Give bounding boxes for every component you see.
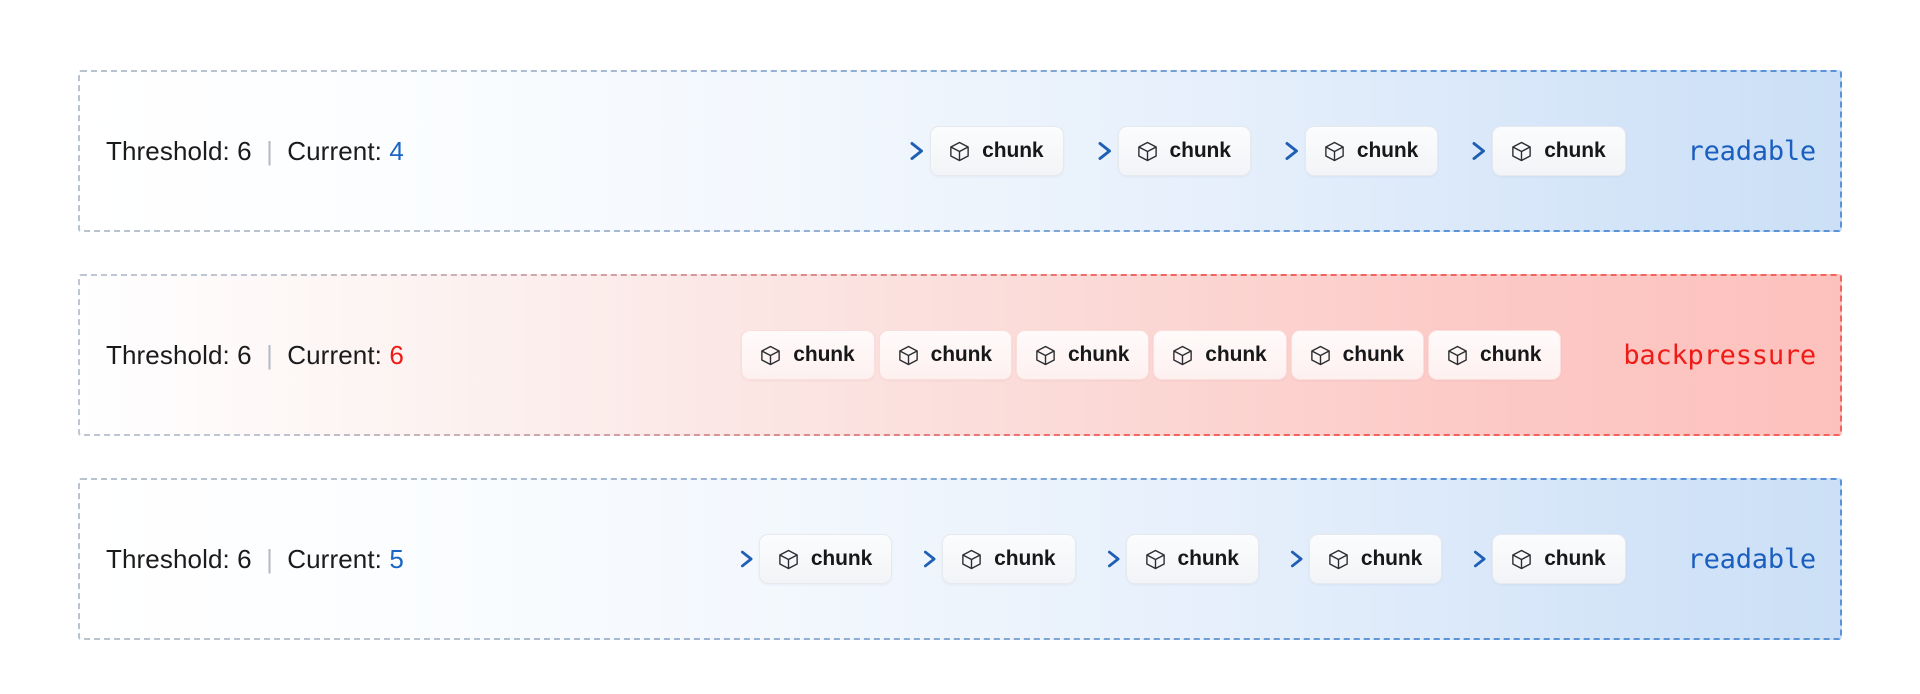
chunk-label: chunk xyxy=(1544,139,1606,162)
arrow-right-icon xyxy=(892,550,936,568)
lane-backpressure-6: Threshold: 6 | Current: 6 chunk chunk xyxy=(78,274,1842,436)
chunk-item[interactable]: chunk xyxy=(1308,534,1443,584)
arrow-right-icon xyxy=(1259,550,1303,568)
chunk-item[interactable]: chunk xyxy=(1117,126,1251,176)
chunk-item[interactable]: chunk xyxy=(1153,330,1287,380)
arrow-right-icon xyxy=(1076,550,1120,568)
chunk-item[interactable]: chunk xyxy=(741,330,875,380)
chunk-label: chunk xyxy=(1342,343,1404,366)
current-label: Current: xyxy=(287,135,382,166)
threshold-label: Threshold: xyxy=(106,339,230,370)
meta-separator: | xyxy=(266,339,273,370)
threshold-value: 6 xyxy=(237,543,252,574)
threshold-value: 6 xyxy=(237,339,252,370)
current-value: 4 xyxy=(389,135,404,166)
cube-icon xyxy=(1448,345,1467,365)
state-badge: backpressure xyxy=(1623,339,1816,371)
chunk-item[interactable]: chunk xyxy=(1290,330,1424,380)
chunk-label: chunk xyxy=(1360,547,1423,570)
chunk-label: chunk xyxy=(930,343,992,366)
chunk-item[interactable]: chunk xyxy=(930,126,1064,176)
current-label: Current: xyxy=(287,339,382,370)
cube-icon xyxy=(779,549,798,569)
chunk-label: chunk xyxy=(810,547,873,570)
cube-icon xyxy=(1137,141,1157,161)
chunk-item[interactable]: chunk xyxy=(1125,534,1259,584)
lane-readable-4: Threshold: 6 | Current: 4 xyxy=(78,70,1842,232)
chunk-label: chunk xyxy=(1479,343,1542,366)
cube-icon xyxy=(761,345,781,365)
cube-icon xyxy=(1036,345,1055,365)
arrow-right-icon xyxy=(876,142,924,160)
chunk-item[interactable]: chunk xyxy=(758,534,893,584)
chunk-flow: chunk chunk chunk xyxy=(404,330,1562,380)
chunk-label: chunk xyxy=(1169,139,1231,162)
meta-separator: | xyxy=(266,543,273,574)
state-badge: readable xyxy=(1687,543,1817,575)
chunk-label: chunk xyxy=(1544,547,1606,570)
chunk-flow: chunk chunk xyxy=(404,126,1626,176)
lane-readable-5: Threshold: 6 | Current: 5 chunk xyxy=(78,478,1842,640)
lane-meta: Threshold: 6 | Current: 5 xyxy=(106,544,404,575)
chunk-label: chunk xyxy=(1177,547,1239,570)
meta-separator: | xyxy=(266,135,273,166)
current-value: 5 xyxy=(389,543,404,574)
cube-icon xyxy=(1512,549,1532,569)
current-label: Current: xyxy=(287,543,382,574)
cube-icon xyxy=(1329,549,1348,569)
chunk-label: chunk xyxy=(793,343,855,366)
chunk-item[interactable]: chunk xyxy=(1427,330,1562,380)
threshold-label: Threshold: xyxy=(106,135,230,166)
chunk-label: chunk xyxy=(1205,343,1267,366)
chunk-item[interactable]: chunk xyxy=(942,534,1076,584)
arrow-right-icon xyxy=(1442,550,1486,568)
chunk-item[interactable]: chunk xyxy=(878,330,1012,380)
chunk-label: chunk xyxy=(1356,139,1419,162)
chunk-item[interactable]: chunk xyxy=(1492,126,1626,176)
threshold-label: Threshold: xyxy=(106,543,230,574)
lane-meta: Threshold: 6 | Current: 6 xyxy=(106,340,404,371)
chunk-label: chunk xyxy=(982,139,1044,162)
chunk-flow: chunk chunk xyxy=(404,534,1626,584)
chunk-label: chunk xyxy=(994,547,1056,570)
cube-icon xyxy=(1512,141,1532,161)
arrow-right-icon xyxy=(709,550,753,568)
state-badge: readable xyxy=(1687,135,1817,167)
chunk-label: chunk xyxy=(1067,343,1130,366)
cube-icon xyxy=(898,345,918,365)
cube-icon xyxy=(1145,549,1165,569)
arrow-right-icon xyxy=(1438,142,1486,160)
cube-icon xyxy=(962,549,981,569)
lane-meta: Threshold: 6 | Current: 4 xyxy=(106,136,404,167)
arrow-right-icon xyxy=(1064,142,1111,160)
chunk-item[interactable]: chunk xyxy=(1304,126,1439,176)
arrow-right-icon xyxy=(1251,142,1298,160)
current-value: 6 xyxy=(389,339,404,370)
cube-icon xyxy=(1310,345,1330,365)
cube-icon xyxy=(1173,345,1193,365)
cube-icon xyxy=(950,141,969,161)
chunk-item[interactable]: chunk xyxy=(1015,330,1150,380)
cube-icon xyxy=(1325,141,1344,161)
threshold-value: 6 xyxy=(237,135,252,166)
chunk-item[interactable]: chunk xyxy=(1492,534,1626,584)
